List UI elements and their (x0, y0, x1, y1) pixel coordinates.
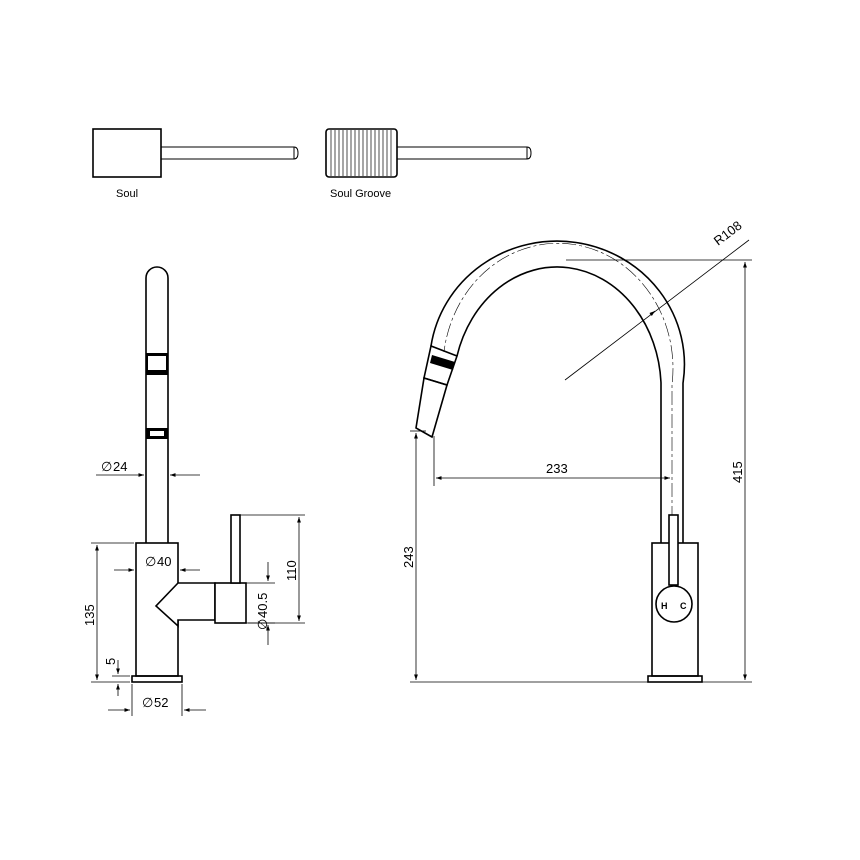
handle-variant-soul-groove: Soul Groove (325, 128, 532, 200)
dim-symbol-handle: ∅ (255, 619, 270, 630)
variant-label-soul: Soul (116, 188, 138, 200)
dim-base-diameter: 52 (154, 695, 168, 710)
side-view: H C R108 233 243 415 (401, 218, 752, 683)
hot-marker: H (661, 601, 668, 611)
dim-body-diameter: 40 (157, 554, 171, 569)
front-view: ∅ 24 ∅ 40 ∅ 40.5 110 135 5 (82, 266, 305, 716)
dim-spout-diameter: 24 (113, 459, 127, 474)
groove-lines (330, 130, 392, 176)
dim-handle-height: 110 (284, 560, 299, 581)
dim-spout-height: 243 (401, 546, 416, 568)
handle-variant-soul: Soul (92, 128, 299, 200)
dim-symbol-base: ∅ (142, 695, 153, 710)
dim-base-thickness: 5 (103, 658, 118, 665)
dim-handle-diameter: 40.5 (255, 593, 270, 618)
dim-arc-radius: R108 (711, 218, 745, 249)
dim-symbol-spout: ∅ (101, 459, 112, 474)
variant-label-soul-groove: Soul Groove (330, 188, 391, 200)
dim-body-height: 135 (82, 604, 97, 626)
dim-overall-height: 415 (730, 461, 745, 483)
dim-symbol-body: ∅ (145, 554, 156, 569)
cold-marker: C (680, 601, 687, 611)
dim-spout-reach: 233 (546, 461, 568, 476)
